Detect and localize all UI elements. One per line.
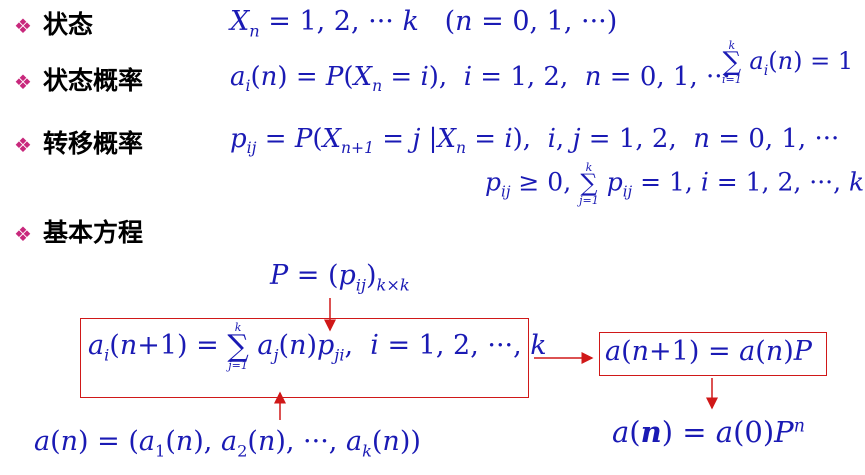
bullet-icon: ❖ xyxy=(14,222,32,246)
formula-transition-condition: pij ≥ 0, k∑j=1 pij = 1, i = 1, 2, ···, k xyxy=(485,161,865,207)
heading-state: 状态 xyxy=(43,10,94,39)
formula-vector-def: a(n) = (a1(n), a2(n), ···, ak(n)) xyxy=(34,426,421,461)
bullet-icon: ❖ xyxy=(14,14,32,38)
bullet-icon: ❖ xyxy=(14,70,32,94)
formula-state: Xn = 1, 2, ··· k (n = 0, 1, ···) xyxy=(230,6,618,41)
bullet-icon: ❖ xyxy=(14,133,32,157)
heading-transition-prob: 转移概率 xyxy=(43,129,144,158)
formula-main-equation: ai(n+1) = k∑j=1 aj(n)pji, i = 1, 2, ···,… xyxy=(88,321,547,372)
heading-basic-equation: 基本方程 xyxy=(43,218,144,247)
formula-matrix-def: P = (pij)k×k xyxy=(270,260,410,295)
formula-prob-sum: k∑i=1 ai(n) = 1 xyxy=(722,39,854,87)
main-equation-box xyxy=(80,318,529,398)
heading-state-prob: 状态概率 xyxy=(43,66,144,95)
matrix-form-box xyxy=(599,332,827,376)
formula-matrix-form: a(n+1) = a(n)P xyxy=(605,336,812,367)
formula-state-prob: ai(n) = P(Xn = i), i = 1, 2, n = 0, 1, ·… xyxy=(230,62,731,96)
formula-transition-prob: pij = P(Xn+1 = j |Xn = i), i, j = 1, 2, … xyxy=(230,124,840,158)
formula-solution: a(n) = a(0)Pn xyxy=(612,415,805,449)
